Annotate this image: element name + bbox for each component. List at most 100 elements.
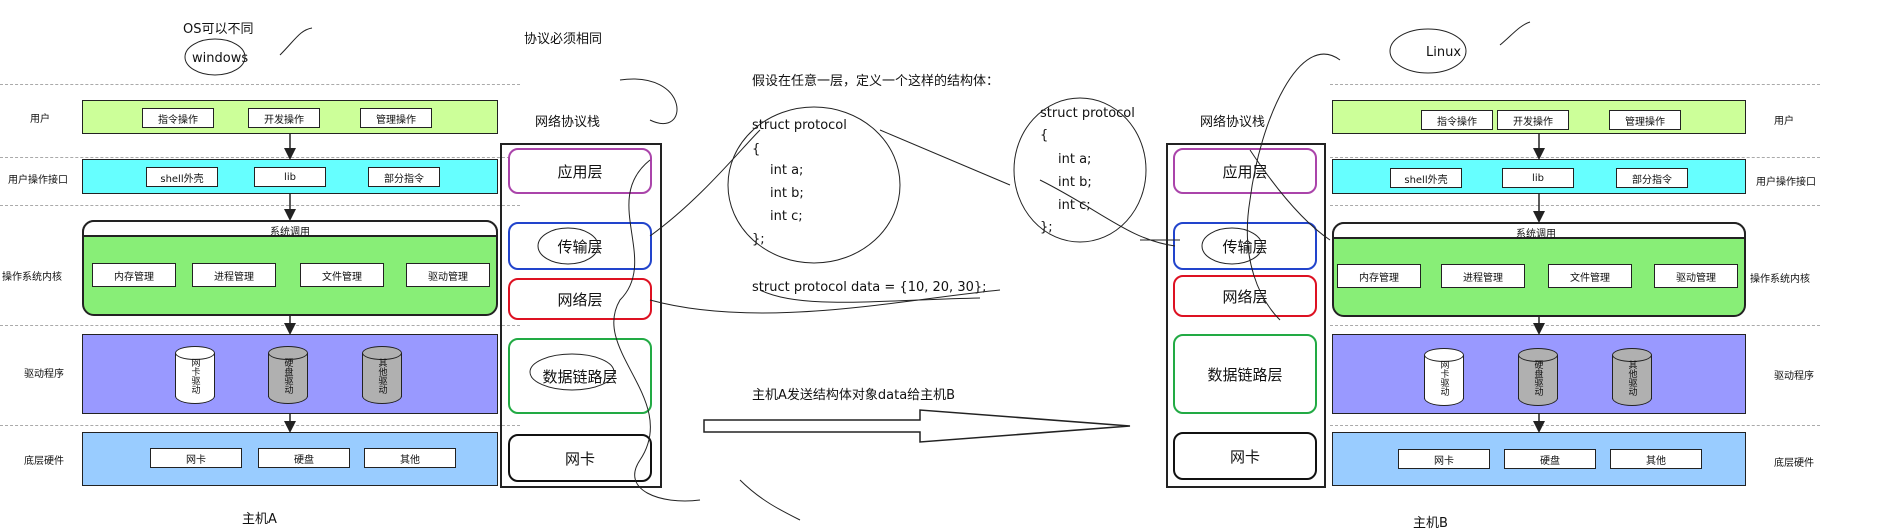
disk-cylinder-icon: 硬盘驱动 (1518, 348, 1558, 406)
kernel-item-A: 内存管理 (92, 263, 176, 287)
code-data-line: struct protocol data = {10, 20, 30}; (752, 280, 987, 295)
stack-b-nic-layer: 网卡 (1173, 432, 1317, 480)
row-label-user-interface-B: 用户操作接口 (1756, 177, 1816, 188)
hw-item-B: 其他 (1610, 449, 1702, 469)
code-right-b: int b; (1058, 175, 1092, 190)
disk-cylinder-icon: 硬盘驱动 (268, 346, 308, 404)
user-item-B: 管理操作 (1609, 110, 1681, 130)
hand-stroke (279, 27, 313, 56)
row-label-hardware: 底层硬件 (24, 456, 64, 467)
code-left-decl: struct protocol (752, 118, 847, 133)
kernel-item-A: 驱动管理 (406, 263, 490, 287)
kernel-item-A: 文件管理 (300, 263, 384, 287)
separator-line (1330, 425, 1820, 426)
separator-line (0, 205, 520, 206)
stack-a-title: 网络协议栈 (535, 115, 601, 130)
hand-stroke (879, 129, 1011, 186)
send-message-note: 主机A发送结构体对象data给主机B (752, 388, 956, 403)
hw-item-A: 硬盘 (258, 448, 350, 468)
hand-stroke (619, 78, 678, 125)
kernel-item-B: 内存管理 (1337, 264, 1421, 288)
hand-stroke (649, 129, 761, 237)
driver-item-A: 网卡驱动 (189, 358, 200, 394)
syscall-label-B: 系统调用 (1516, 229, 1556, 240)
syscall-label-A: 系统调用 (270, 227, 310, 238)
code-left-b: int b; (770, 186, 804, 201)
code-left-close: }; (752, 232, 765, 247)
stack-b-network-layer: 网络层 (1173, 275, 1317, 317)
user-item-A: 开发操作 (248, 108, 320, 128)
row-label-user-interface: 用户操作接口 (8, 175, 68, 186)
user-if-item-B: shell外壳 (1390, 168, 1462, 188)
code-right-a: int a; (1058, 152, 1092, 167)
disk-cylinder-icon: 其他驱动 (362, 346, 402, 404)
syscall-bar-A (82, 220, 498, 237)
driver-item-B: 其他驱动 (1626, 360, 1637, 396)
kernel-item-B: 进程管理 (1441, 264, 1525, 288)
hand-stroke (739, 479, 801, 521)
stack-a-nic-layer: 网卡 (508, 434, 652, 482)
stack-b-datalink-layer: 数据链路层 (1173, 334, 1317, 414)
code-right-close: }; (1040, 220, 1053, 235)
hw-item-B: 硬盘 (1504, 449, 1596, 469)
row-label-kernel-B: 操作系统内核 (1750, 274, 1810, 285)
user-item-A: 管理操作 (360, 108, 432, 128)
hand-stroke (1499, 21, 1531, 46)
separator-line (1330, 325, 1820, 326)
driver-item-A: 硬盘驱动 (282, 358, 293, 394)
kernel-item-B: 驱动管理 (1654, 264, 1738, 288)
user-if-item-A: lib (254, 167, 326, 187)
separator-line (1330, 157, 1820, 158)
row-label-kernel: 操作系统内核 (2, 272, 62, 283)
driver-item-B: 网卡驱动 (1438, 360, 1449, 396)
separator-line (0, 325, 520, 326)
user-if-item-B: lib (1502, 168, 1574, 188)
assume-struct-note: 假设在任意一层，定义一个这样的结构体： (752, 74, 1000, 89)
stack-b-title: 网络协议栈 (1200, 115, 1266, 130)
user-if-item-A: shell外壳 (146, 167, 218, 187)
code-right-decl: struct protocol (1040, 106, 1135, 121)
separator-line (1330, 84, 1820, 85)
kernel-item-A: 进程管理 (192, 263, 276, 287)
code-left-c: int c; (770, 209, 803, 224)
disk-cylinder-icon: 网卡驱动 (175, 346, 215, 404)
code-right-open: { (1040, 128, 1049, 143)
send-arrow-icon (703, 409, 1131, 443)
disk-cylinder-icon: 其他驱动 (1612, 348, 1652, 406)
stack-a-datalink-layer: 数据链路层 (508, 338, 652, 414)
code-left-a: int a; (770, 163, 804, 178)
user-item-A: 指令操作 (142, 108, 214, 128)
separator-line (0, 425, 520, 426)
driver-item-A: 其他驱动 (376, 358, 387, 394)
host-a-title: 主机A (242, 512, 277, 527)
hw-item-A: 网卡 (150, 448, 242, 468)
stack-a-transport-layer: 传输层 (508, 222, 652, 270)
row-label-driver: 驱动程序 (24, 369, 64, 380)
stack-a-network-layer: 网络层 (508, 278, 652, 320)
row-label-user: 用户 (30, 114, 50, 125)
code-right-c: int c; (1058, 198, 1091, 213)
hw-item-A: 其他 (364, 448, 456, 468)
driver-item-B: 硬盘驱动 (1532, 360, 1543, 396)
separator-line (1330, 205, 1820, 206)
stack-b-transport-layer: 传输层 (1173, 222, 1317, 270)
row-label-driver-B: 驱动程序 (1774, 371, 1814, 382)
separator-line (0, 157, 520, 158)
user-if-item-B: 部分指令 (1616, 168, 1688, 188)
protocol-must-same-note: 协议必须相同 (524, 32, 603, 47)
separator-line (0, 84, 520, 85)
row-label-hardware-B: 底层硬件 (1774, 458, 1814, 469)
stack-b-application-layer: 应用层 (1173, 148, 1317, 194)
windows-note: windows (192, 51, 249, 66)
user-if-item-A: 部分指令 (368, 167, 440, 187)
kernel-item-B: 文件管理 (1548, 264, 1632, 288)
code-left-open: { (752, 142, 761, 157)
user-item-B: 开发操作 (1497, 110, 1569, 130)
stack-a-application-layer: 应用层 (508, 148, 652, 194)
os-can-differ-note: OS可以不同 (183, 22, 254, 37)
row-label-user-B: 用户 (1774, 116, 1794, 127)
host-b-title: 主机B (1413, 516, 1448, 531)
disk-cylinder-icon: 网卡驱动 (1424, 348, 1464, 406)
user-item-B: 指令操作 (1421, 110, 1493, 130)
